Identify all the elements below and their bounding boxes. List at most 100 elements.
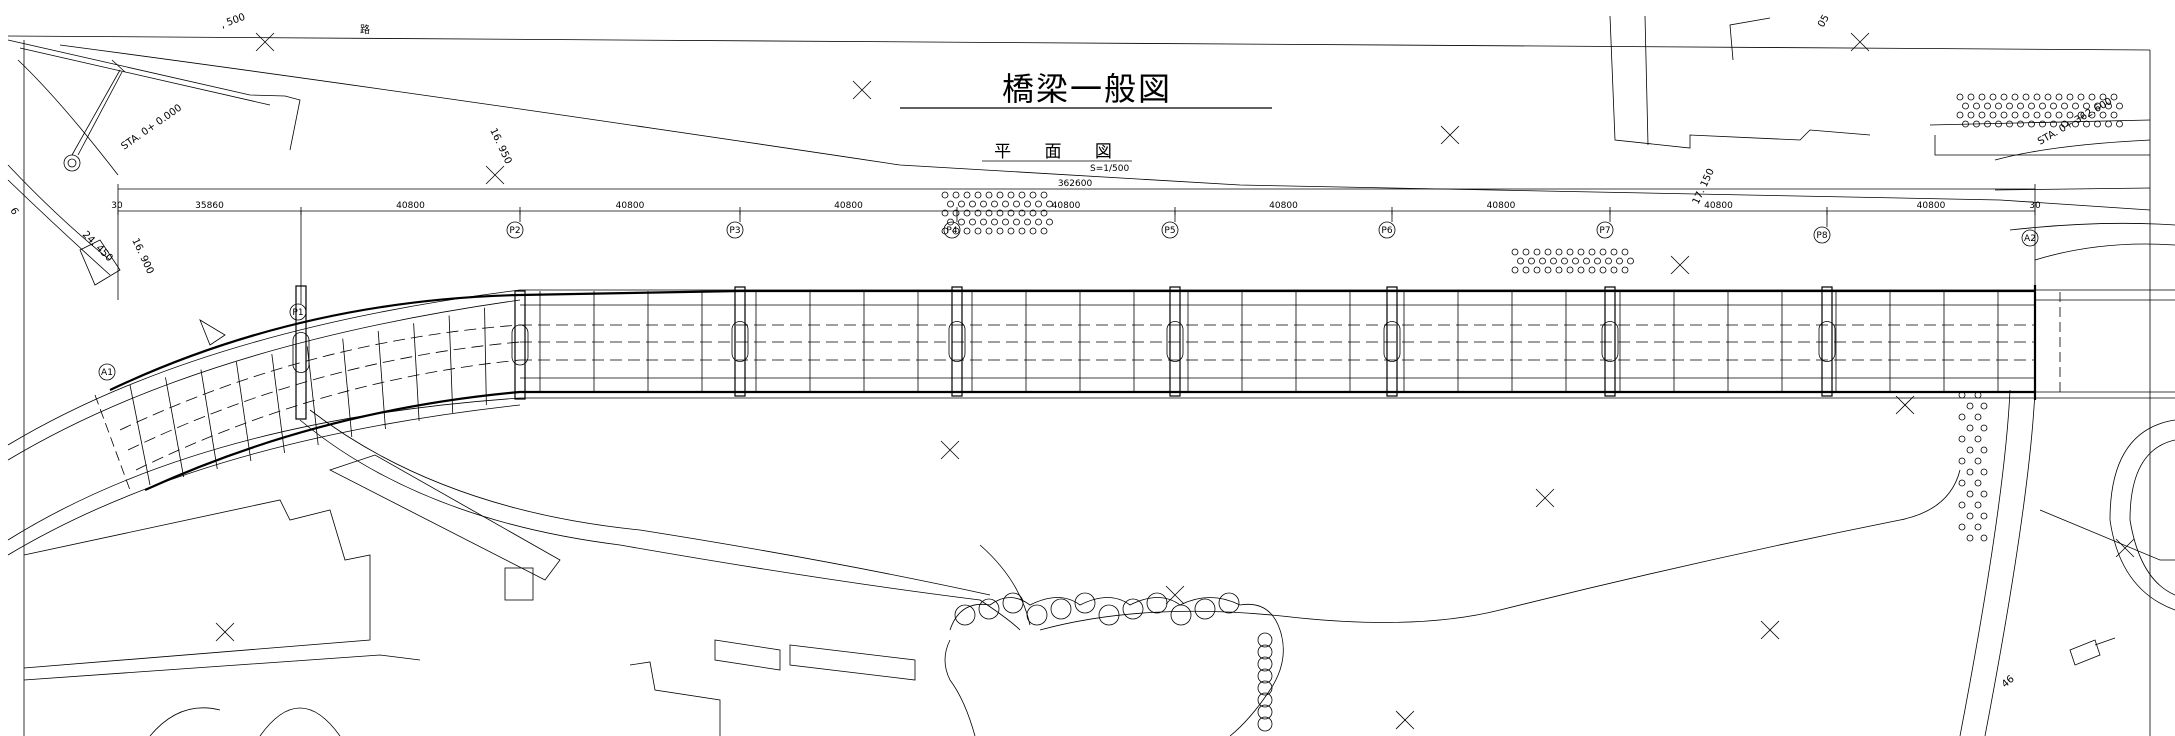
tree-dot [985, 227, 993, 235]
tree-dot [1572, 257, 1579, 265]
tree-dot [952, 227, 960, 235]
tree-dot [1966, 512, 1974, 520]
pier-outline [295, 285, 307, 420]
tree-dot [1995, 120, 2002, 128]
drawing-subtitle: 平 面 図 [994, 142, 1126, 162]
shore-rock [1257, 644, 1273, 660]
end-offset-label: 30 [2029, 201, 2041, 211]
tree-dot [1040, 227, 1048, 235]
tree-dot [2011, 111, 2019, 119]
tree-dot [1621, 248, 1629, 256]
tree-dot [941, 209, 949, 217]
tree-dot [2061, 102, 2068, 110]
tree-dot [2072, 120, 2079, 128]
tree-dot [1550, 257, 1557, 265]
tree-dot [1511, 248, 1519, 256]
tree-dot [963, 227, 971, 235]
tree-dot [1980, 512, 1988, 520]
tree-dot [1966, 402, 1974, 410]
tree-dot [1046, 218, 1053, 226]
tree-dot [980, 200, 987, 208]
shore-rock [1098, 604, 1120, 626]
tree-dot [1588, 266, 1596, 274]
tree-dot [2055, 93, 2063, 101]
span-length-label: 40800 [1487, 201, 1516, 211]
pier-bubble [506, 221, 524, 239]
tree-dot [1995, 102, 2002, 110]
tree-dot [1522, 248, 1530, 256]
crossbeam [235, 361, 252, 462]
span-length-label: 40800 [1704, 201, 1733, 211]
tree-dot [2028, 102, 2035, 110]
tree-dot [1974, 479, 1982, 487]
shore-rock [1257, 716, 1273, 732]
tree-dot [2022, 93, 2030, 101]
sta-right-label: STA. 0+ 362.600 [2036, 96, 2114, 148]
elevation-24450-label: 24. 450 [80, 229, 115, 264]
tree-dot [1605, 257, 1612, 265]
deck-edge-top-curve [109, 289, 741, 391]
tree-dot [1007, 227, 1015, 235]
pier-label: P5 [1164, 226, 1175, 236]
road-label: 路 [360, 23, 370, 36]
tree-dot [2006, 120, 2013, 128]
tree-dot [1958, 501, 1966, 509]
tree-dot [1973, 102, 1980, 110]
pier-column [1601, 321, 1619, 362]
tree-dot [1528, 257, 1535, 265]
tree-dot [1035, 200, 1042, 208]
tree-dot [2110, 111, 2118, 119]
tree-dot [2105, 120, 2112, 128]
pier-outline [1821, 286, 1833, 397]
tree-dot [1966, 534, 1974, 542]
tree-dot [1002, 200, 1009, 208]
tree-dot [2033, 93, 2041, 101]
tree-dot [1007, 209, 1015, 217]
tree-dot [1956, 111, 1964, 119]
tree-dot [1980, 424, 1988, 432]
pier-bubble [1161, 221, 1179, 239]
tree-dot [1980, 490, 1988, 498]
tree-dot [1588, 248, 1596, 256]
tree-dot [2099, 93, 2107, 101]
deck-edge-bottom-curve [144, 390, 740, 492]
tree-dot [969, 218, 976, 226]
tree-dot [1018, 191, 1026, 199]
span-length-label: 40800 [1052, 201, 1081, 211]
bridge-deck [7, 285, 2175, 556]
tree-dot [958, 200, 965, 208]
tree-dot [2116, 102, 2123, 110]
tree-dot [1984, 120, 1991, 128]
tree-dot [1958, 479, 1966, 487]
tree-dot [1956, 93, 1964, 101]
shore-rock [1257, 656, 1273, 672]
value-46-label: 46 [2000, 674, 2017, 691]
tree-dot [1566, 248, 1574, 256]
tree-dot [1040, 209, 1048, 217]
pier-label: P8 [1816, 231, 1827, 241]
shore-rock [1257, 704, 1273, 720]
tree-dot [1599, 266, 1607, 274]
tree-dot [2055, 111, 2063, 119]
tree-dot [1544, 248, 1552, 256]
shore-rock [1257, 680, 1273, 696]
tree-dot [2094, 120, 2101, 128]
shore-rock [1257, 632, 1273, 648]
tree-dot [2061, 120, 2068, 128]
tree-dot [2066, 111, 2074, 119]
deck-crossbeams [129, 291, 1999, 486]
pier-column [948, 321, 966, 362]
north-arrow-icon [63, 59, 126, 172]
tree-dot [1962, 102, 1969, 110]
tree-dot [2039, 102, 2046, 110]
crossbeam [129, 384, 151, 486]
tree-dot [1974, 523, 1982, 531]
value-500-label: , 500 [219, 12, 247, 31]
tree-dot [1958, 413, 1966, 421]
tree-dot [1035, 218, 1042, 226]
pier-label: A2 [2024, 234, 2036, 244]
tree-dot [1555, 266, 1563, 274]
